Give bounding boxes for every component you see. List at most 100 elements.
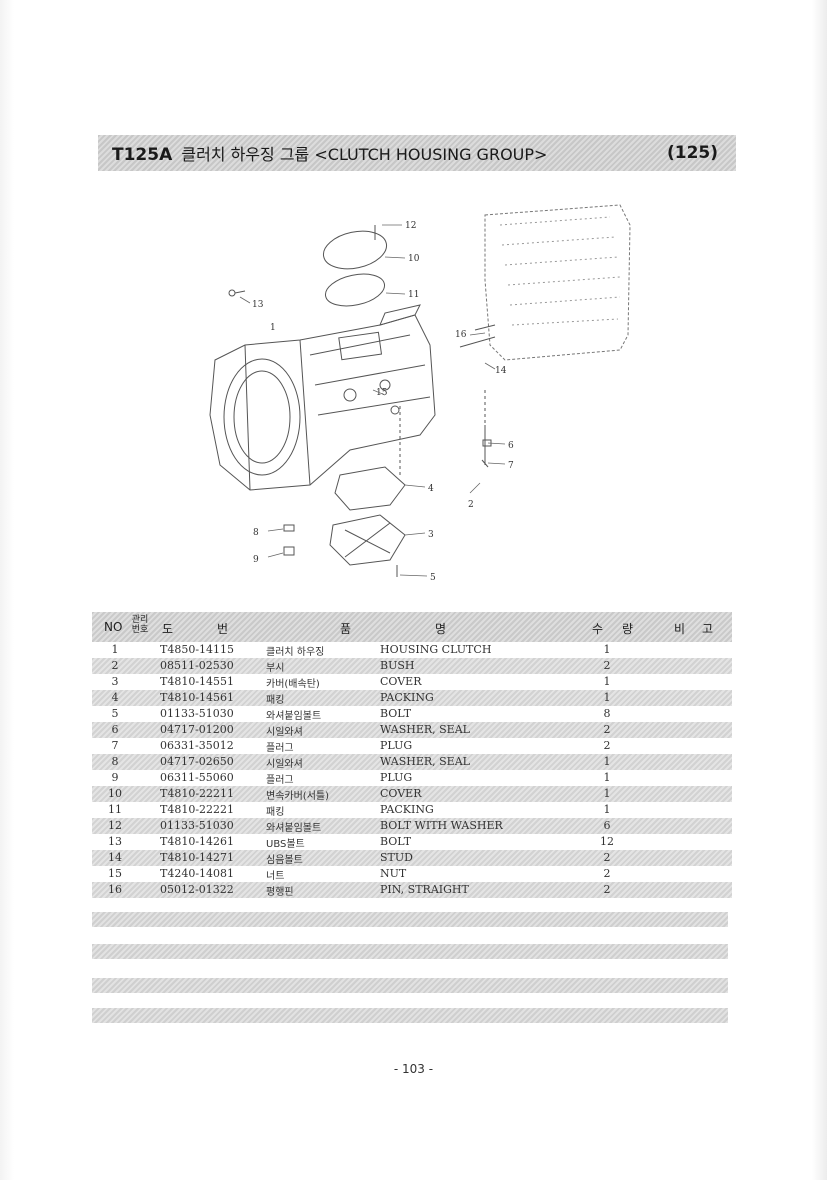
exploded-parts-diagram: 12 10 11 13 1 16 14 15 6 7 4 2 8 3 9 5 — [150, 185, 650, 595]
row-name-english: BOLT — [380, 835, 412, 848]
row-no: 6 — [111, 723, 119, 736]
row-name-korean: 시일와셔 — [266, 759, 303, 770]
row-quantity: 1 — [603, 771, 611, 784]
row-quantity: 2 — [603, 723, 611, 736]
row-name-korean: 변속카버(서틀) — [266, 791, 330, 802]
row-quantity: 6 — [603, 819, 611, 832]
header-remark-1: 비 — [674, 622, 686, 636]
header-no: NO — [104, 620, 123, 634]
header-qty-1: 수 — [592, 622, 604, 636]
row-part-number: 06331-35012 — [160, 739, 234, 752]
row-name-english: COVER — [380, 675, 422, 688]
row-no: 1 — [111, 643, 119, 656]
row-name-korean: 시일와셔 — [266, 727, 303, 738]
row-part-number: 04717-02650 — [160, 755, 234, 768]
row-part-number: 01133-51030 — [160, 819, 234, 832]
row-quantity: 1 — [603, 643, 611, 656]
row-no: 8 — [111, 755, 119, 768]
row-name-korean: 와셔붙임볼트 — [266, 823, 322, 834]
row-name-korean: 평행핀 — [266, 887, 294, 898]
row-name-english: PLUG — [380, 771, 413, 784]
row-name-korean: 와셔붙임볼트 — [266, 711, 322, 722]
table-row: 7 06331-35012 플러그 PLUG 2 — [92, 738, 732, 754]
row-part-number: 06311-55060 — [160, 771, 234, 784]
row-part-number: T4810-14561 — [160, 691, 235, 704]
group-number: (125) — [666, 143, 718, 163]
parts-table-body: 1 T4850-14115 클러치 하우징 HOUSING CLUTCH 1 2… — [92, 642, 732, 898]
row-name-english: PACKING — [380, 691, 434, 704]
callout-label: 3 — [428, 530, 434, 540]
blank-table-row — [92, 944, 728, 959]
row-part-number: T4810-22211 — [160, 787, 235, 800]
blank-table-row — [92, 912, 728, 927]
header-management-no: 관리 번호 — [130, 615, 150, 635]
table-row: 3 T4810-14551 카버(배속탄) COVER 1 — [92, 674, 732, 690]
row-part-number: 01133-51030 — [160, 707, 234, 720]
callout-label: 4 — [428, 484, 434, 494]
table-row: 9 06311-55060 플러그 PLUG 1 — [92, 770, 732, 786]
table-row: 6 04717-01200 시일와셔 WASHER, SEAL 2 — [92, 722, 732, 738]
table-row: 15 T4240-14081 너트 NUT 2 — [92, 866, 732, 882]
row-quantity: 1 — [603, 755, 611, 768]
header-mgmt-bottom: 번호 — [131, 625, 149, 635]
row-name-english: COVER — [380, 787, 422, 800]
blank-table-row — [92, 978, 728, 993]
row-name-korean: 카버(배속탄) — [266, 679, 320, 690]
row-part-number: 04717-01200 — [160, 723, 234, 736]
row-quantity: 1 — [603, 787, 611, 800]
header-remark-2: 고 — [702, 622, 714, 636]
row-no: 9 — [111, 771, 119, 784]
callout-label: 12 — [405, 221, 416, 231]
callout-label: 8 — [253, 528, 259, 538]
row-name-english: BUSH — [380, 659, 415, 672]
page-number: - 103 - — [393, 1062, 434, 1076]
page-title: T125A 클러치 하우징 그룹 <CLUTCH HOUSING GROUP> — [112, 141, 547, 165]
row-part-number: T4810-14271 — [160, 851, 235, 864]
row-part-number: T4810-14261 — [160, 835, 235, 848]
row-no: 2 — [111, 659, 119, 672]
row-name-english: PACKING — [380, 803, 434, 816]
callout-label: 5 — [430, 573, 436, 583]
row-name-english: PIN, STRAIGHT — [380, 883, 469, 896]
row-quantity: 2 — [603, 867, 611, 880]
row-part-number: T4240-14081 — [160, 867, 235, 880]
row-name-english: STUD — [380, 851, 413, 864]
row-quantity: 2 — [603, 739, 611, 752]
row-name-korean: 부시 — [266, 663, 285, 674]
row-no: 15 — [108, 867, 122, 880]
row-part-number: T4810-14551 — [160, 675, 235, 688]
table-row: 10 T4810-22211 변속카버(서틀) COVER 1 — [92, 786, 732, 802]
row-name-korean: 클러치 하우징 — [266, 647, 325, 658]
callout-label: 14 — [495, 366, 507, 376]
header-name-1: 품 — [340, 622, 352, 636]
callout-label: 11 — [408, 290, 419, 300]
callout-label: 9 — [253, 555, 259, 565]
row-name-english: PLUG — [380, 739, 413, 752]
row-no: 12 — [108, 819, 122, 832]
row-name-english: HOUSING CLUTCH — [380, 643, 492, 656]
table-row: 11 T4810-22221 패킹 PACKING 1 — [92, 802, 732, 818]
row-name-korean: 플러그 — [266, 743, 294, 754]
row-no: 16 — [108, 883, 122, 896]
row-name-english: NUT — [380, 867, 407, 880]
header-qty-2: 량 — [622, 622, 634, 636]
callout-label: 7 — [508, 461, 514, 471]
group-title: 클러치 하우징 그룹 <CLUTCH HOUSING GROUP> — [181, 145, 548, 164]
table-row: 8 04717-02650 시일와셔 WASHER, SEAL 1 — [92, 754, 732, 770]
table-row: 12 01133-51030 와셔붙임볼트 BOLT WITH WASHER 6 — [92, 818, 732, 834]
callout-label: 15 — [376, 388, 388, 398]
table-row: 1 T4850-14115 클러치 하우징 HOUSING CLUTCH 1 — [92, 642, 732, 658]
table-row: 13 T4810-14261 UBS볼트 BOLT 12 — [92, 834, 732, 850]
row-name-english: WASHER, SEAL — [380, 755, 470, 768]
row-name-english: BOLT — [380, 707, 412, 720]
table-row: 14 T4810-14271 심음볼트 STUD 2 — [92, 850, 732, 866]
row-quantity: 12 — [600, 835, 614, 848]
row-no: 11 — [108, 803, 122, 816]
row-no: 14 — [108, 851, 122, 864]
header-drawing-1: 도 — [162, 622, 174, 636]
callout-label: 13 — [252, 300, 264, 310]
row-quantity: 1 — [603, 675, 611, 688]
row-no: 13 — [108, 835, 122, 848]
row-name-korean: UBS볼트 — [266, 839, 305, 850]
table-row: 4 T4810-14561 패킹 PACKING 1 — [92, 690, 732, 706]
